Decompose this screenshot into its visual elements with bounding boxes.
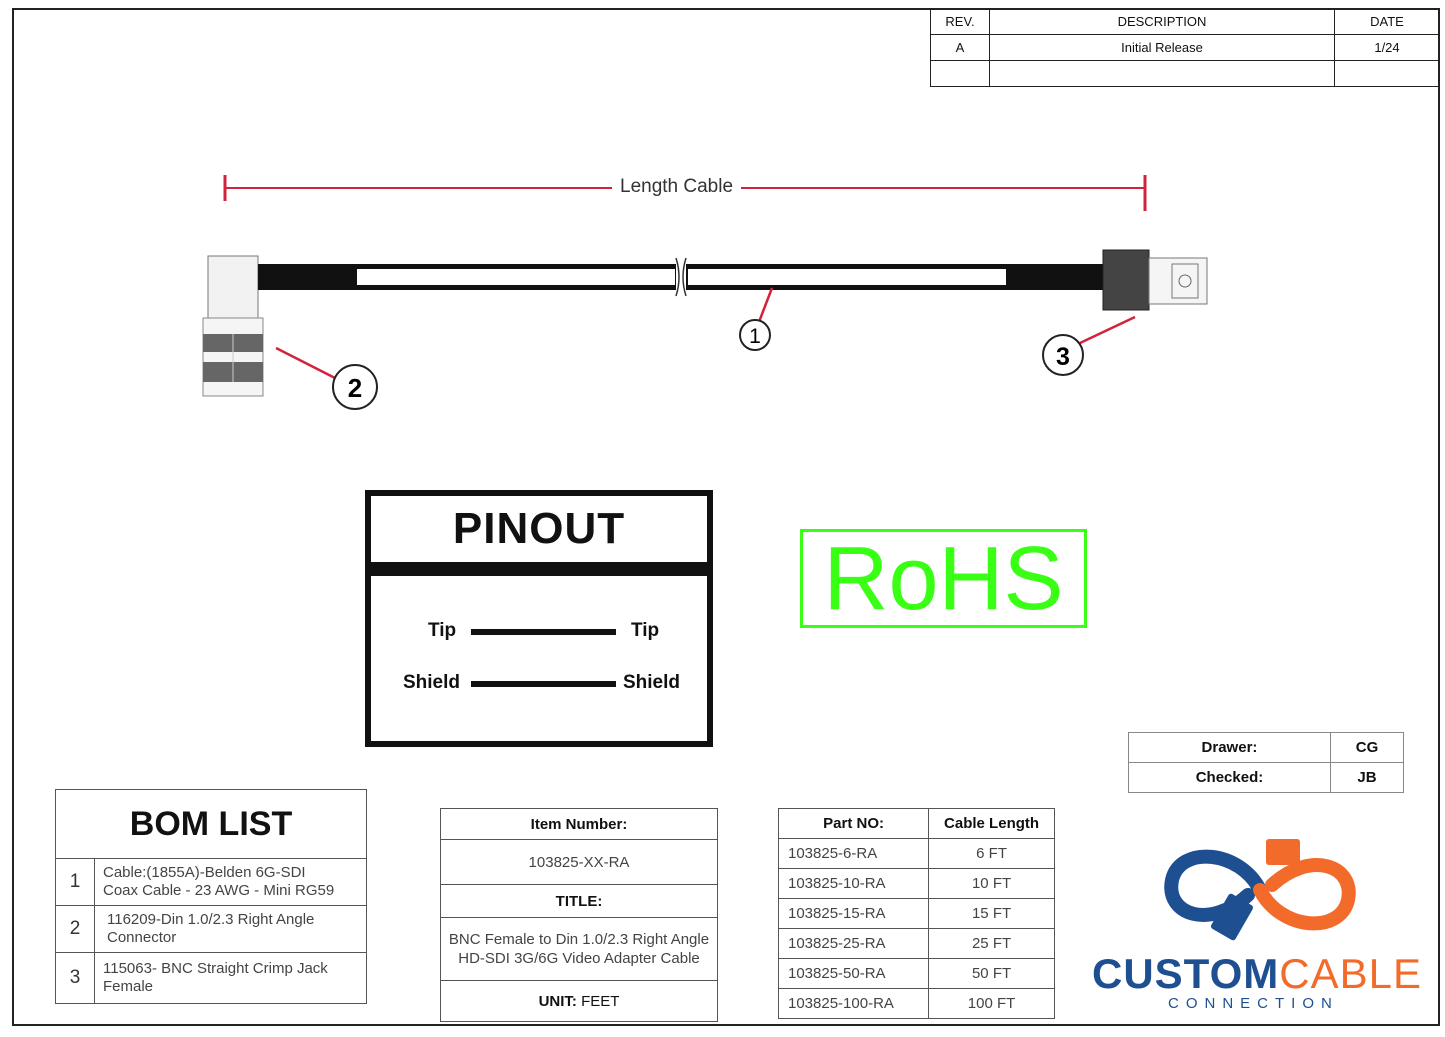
bom-num: 2	[55, 905, 95, 953]
callout-3-circle	[1042, 334, 1084, 376]
logo-mark-icon	[1164, 839, 1356, 941]
cable-length: 15 FT	[928, 898, 1055, 929]
revision-table: REV. DESCRIPTION DATE A Initial Release …	[930, 8, 1440, 87]
logo-word-custom: CUSTOM	[1092, 950, 1280, 997]
checked-label: Checked:	[1128, 762, 1331, 793]
callout-1-text: 1	[749, 325, 761, 348]
length-cable-label: Length Cable	[612, 176, 742, 198]
pinout-box: PINOUT Tip Tip Shield Shield	[365, 490, 713, 747]
callout-2-leader	[275, 346, 336, 380]
checked-value: JB	[1329, 762, 1405, 793]
part-no: 103825-50-RA	[777, 958, 930, 989]
description-header: DESCRIPTION	[989, 8, 1335, 35]
cable-length-header: Cable Length	[928, 808, 1055, 839]
pin-tip-wire	[471, 629, 616, 635]
logo-wordmark: CUSTOMCABLE	[1092, 950, 1422, 998]
rohs-badge: RoHS	[800, 529, 1087, 628]
part-no-header: Part NO:	[777, 808, 930, 839]
date-value: 1/24	[1334, 34, 1440, 61]
bom-num: 3	[55, 952, 95, 1004]
item-table: Item Number: 103825-XX-RA TITLE: BNC Fem…	[440, 808, 718, 1022]
date-empty	[1334, 60, 1440, 87]
pinout-divider	[371, 562, 707, 576]
cable-length: 25 FT	[928, 928, 1055, 959]
date-header: DATE	[1334, 8, 1440, 35]
part-no: 103825-10-RA	[777, 868, 930, 899]
callout-1-leader	[757, 287, 774, 323]
bnc-connector-icon	[1102, 249, 1208, 311]
item-number-value: 103825-XX-RA	[440, 839, 718, 885]
rev-empty	[930, 60, 990, 87]
pin-shield-left: Shield	[403, 672, 461, 693]
drawer-label: Drawer:	[1128, 732, 1331, 763]
pin-shield-right: Shield	[623, 672, 681, 693]
pin-tip-right: Tip	[631, 620, 660, 641]
callout-3-text: 3	[1056, 343, 1070, 371]
din-connector-icon	[202, 255, 264, 397]
logo-word-cable: CABLE	[1279, 950, 1422, 997]
drawer-value: CG	[1329, 732, 1405, 763]
cable-length: 50 FT	[928, 958, 1055, 989]
cable-length: 10 FT	[928, 868, 1055, 899]
pin-tip-left: Tip	[428, 620, 457, 641]
bom-title: BOM LIST	[55, 789, 367, 859]
cable-length: 100 FT	[928, 988, 1055, 1019]
signoff-table: Drawer: CG Checked: JB	[1128, 732, 1405, 793]
part-no: 103825-25-RA	[777, 928, 930, 959]
title-label: TITLE:	[440, 884, 718, 918]
item-number-label: Item Number:	[440, 808, 718, 840]
cable-length: 6 FT	[928, 838, 1055, 869]
callout-1-circle	[739, 319, 771, 351]
callout-2-circle	[332, 364, 378, 410]
pinout-title: PINOUT	[452, 504, 626, 553]
unit-cell: UNIT: FEET	[440, 980, 718, 1022]
cable-drawing: 1 2 3	[202, 175, 1208, 410]
pin-shield-wire	[471, 681, 616, 687]
drawing-frame	[12, 8, 1440, 1026]
part-no: 103825-15-RA	[777, 898, 930, 929]
bom-num: 1	[55, 858, 95, 906]
callout-3-leader	[1079, 315, 1136, 345]
coax-cable	[258, 257, 1104, 297]
part-no: 103825-6-RA	[777, 838, 930, 869]
logo-subtitle: CONNECTION	[1168, 995, 1339, 1012]
part-no: 103825-100-RA	[777, 988, 930, 1019]
callout-2-text: 2	[348, 373, 362, 403]
